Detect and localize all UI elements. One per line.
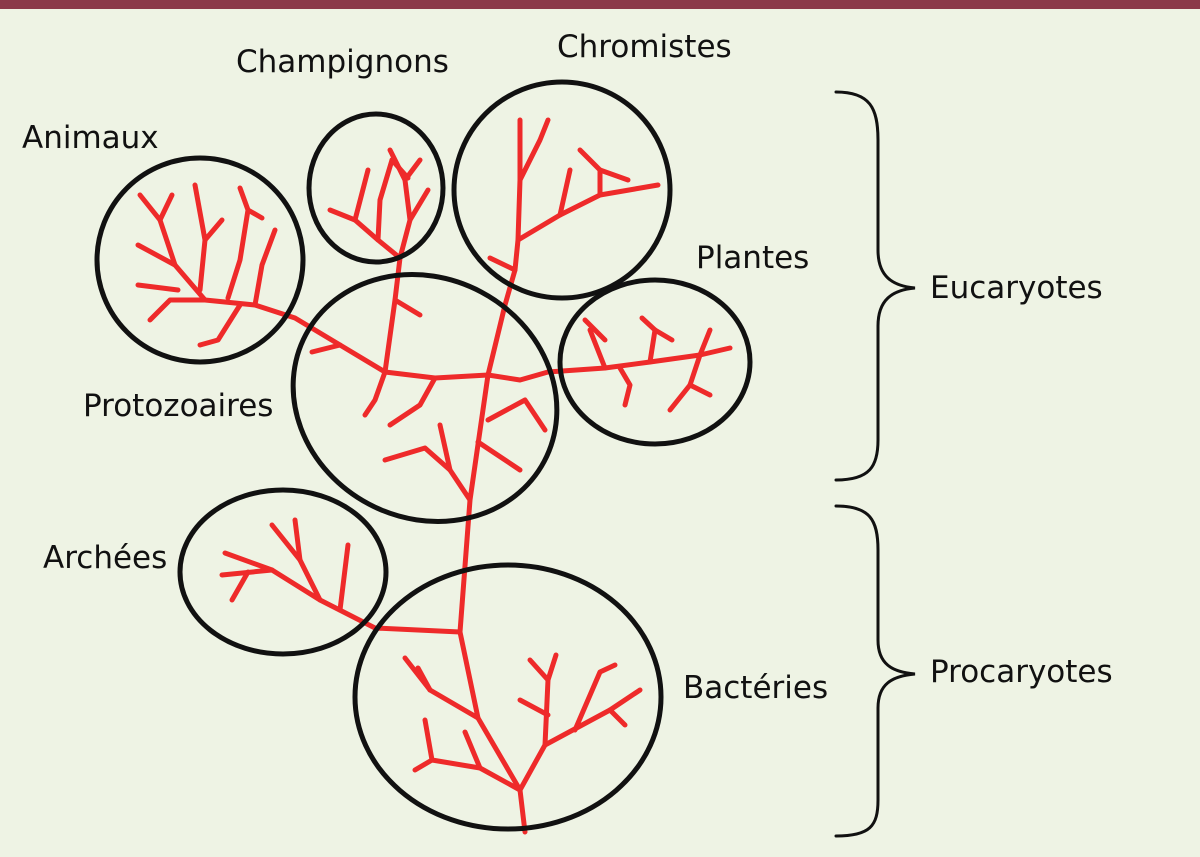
label-protozoaires: Protozoaires bbox=[83, 388, 273, 424]
circle-bacteries bbox=[352, 562, 664, 832]
animal-branches bbox=[135, 182, 278, 348]
phylogenetic-tree bbox=[135, 117, 733, 835]
plant-branches bbox=[545, 315, 733, 413]
main-trunk bbox=[457, 372, 528, 835]
chromista-branches bbox=[487, 117, 661, 273]
bacteria-branches bbox=[402, 652, 643, 793]
brace-procaryotes bbox=[834, 504, 916, 838]
label-plantes: Plantes bbox=[696, 240, 809, 276]
protozoa-branches bbox=[202, 237, 551, 503]
label-bacteries: Bactéries bbox=[683, 670, 828, 706]
label-eucaryotes: Eucaryotes bbox=[930, 270, 1103, 306]
circle-chromistes bbox=[451, 79, 673, 301]
circle-champignons bbox=[306, 111, 446, 265]
brace-eucaryotes bbox=[834, 90, 916, 482]
circle-archees bbox=[177, 487, 389, 657]
label-procaryotes: Procaryotes bbox=[930, 654, 1113, 690]
group-outlines bbox=[94, 79, 753, 832]
circle-protozoaires bbox=[290, 272, 560, 524]
circle-animaux bbox=[94, 155, 306, 365]
label-champignons: Champignons bbox=[236, 44, 449, 80]
fungi-branches bbox=[327, 147, 431, 375]
top-accent-bar bbox=[0, 0, 1200, 9]
label-archees: Archées bbox=[43, 540, 167, 576]
label-chromistes: Chromistes bbox=[557, 29, 732, 65]
circle-plantes bbox=[557, 277, 753, 447]
label-animaux: Animaux bbox=[22, 120, 159, 156]
archaea-branches bbox=[219, 517, 463, 635]
